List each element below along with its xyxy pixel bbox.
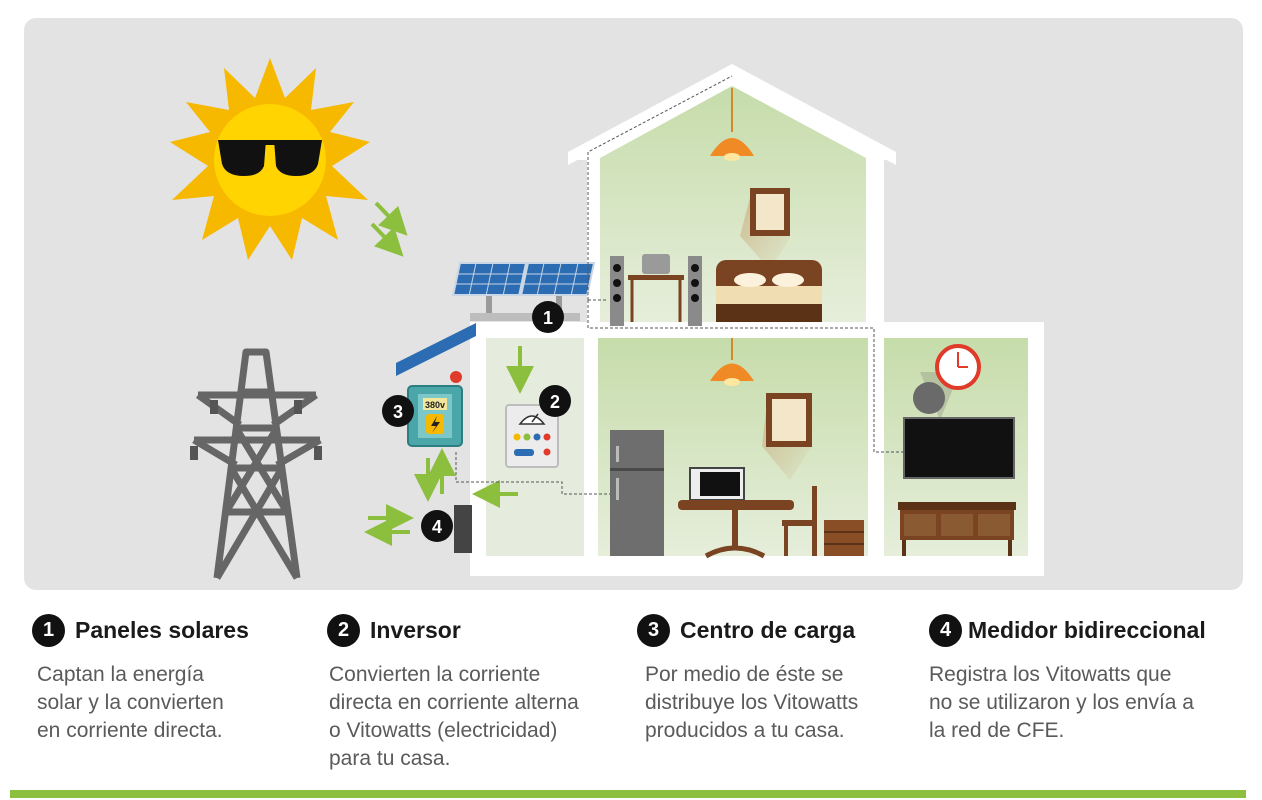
legend-description: Convierten la corriente directa en corri… bbox=[329, 663, 579, 770]
badge-1: 1 bbox=[532, 301, 564, 333]
footer-accent-bar bbox=[10, 790, 1246, 798]
solar-panels-icon bbox=[451, 262, 596, 321]
inverter-icon bbox=[505, 404, 559, 468]
legend-item-bidirectional-meter: 4 Medidor bidireccional Registra los Vit… bbox=[929, 614, 1206, 745]
wall-disc-icon bbox=[913, 382, 945, 414]
meter-display-text: 380v bbox=[425, 400, 445, 410]
legend-item-load-center: 3 Centro de carga Por medio de éste se d… bbox=[637, 614, 858, 745]
microwave-icon bbox=[689, 467, 745, 501]
clock-icon bbox=[935, 344, 981, 390]
sunglasses-icon bbox=[218, 140, 322, 176]
legend-description: Registra los Vitowatts que no se utiliza… bbox=[929, 663, 1194, 742]
insulators-icon bbox=[190, 400, 322, 460]
legend-number: 3 bbox=[637, 614, 670, 647]
badge-2: 2 bbox=[539, 385, 571, 417]
wiring-lines bbox=[455, 75, 904, 495]
legend-title: Inversor bbox=[370, 617, 461, 643]
picture-frame-icon bbox=[766, 393, 812, 447]
television-icon bbox=[903, 417, 1015, 479]
legend-item-solar-panels: 1 Paneles solares Captan la energía sola… bbox=[32, 614, 249, 745]
legend-description: Captan la energía solar y la convierten … bbox=[37, 663, 224, 742]
ceiling-lamp-icon bbox=[710, 338, 754, 386]
sideboard-icon bbox=[898, 502, 1016, 556]
legend-description: Por medio de éste se distribuye los Vito… bbox=[645, 663, 859, 742]
legend-title: Paneles solares bbox=[75, 617, 249, 643]
legend-number: 2 bbox=[327, 614, 360, 647]
svg-text:4: 4 bbox=[432, 517, 442, 537]
solar-system-diagram: 380v 1 2 3 bbox=[24, 18, 1243, 590]
sunlight-arrows bbox=[370, 201, 408, 257]
picture-frame-icon bbox=[750, 188, 790, 236]
badge-3: 3 bbox=[382, 395, 414, 427]
svg-text:1: 1 bbox=[543, 308, 553, 328]
energy-flow-arrows bbox=[364, 346, 534, 546]
stereo-icon bbox=[610, 254, 702, 326]
ceiling-lamp-icon bbox=[710, 88, 754, 161]
chair-icon bbox=[782, 486, 817, 556]
legend-title: Medidor bidireccional bbox=[968, 617, 1206, 643]
load-center-icon: 380v bbox=[407, 371, 463, 447]
awning-icon bbox=[396, 323, 476, 376]
legend-title: Centro de carga bbox=[680, 617, 856, 643]
meter-box-icon bbox=[454, 505, 472, 553]
bed-icon bbox=[716, 260, 822, 322]
dining-table-icon bbox=[678, 500, 794, 559]
refrigerator-icon bbox=[610, 430, 664, 556]
legend-item-inverter: 2 Inversor Convierten la corriente direc… bbox=[327, 614, 579, 773]
svg-text:3: 3 bbox=[393, 402, 403, 422]
badge-4: 4 bbox=[421, 510, 453, 542]
drawers-icon bbox=[824, 520, 864, 556]
legend-number: 4 bbox=[929, 614, 962, 647]
svg-text:2: 2 bbox=[550, 392, 560, 412]
sun-icon bbox=[170, 58, 370, 260]
legend-number: 1 bbox=[32, 614, 65, 647]
